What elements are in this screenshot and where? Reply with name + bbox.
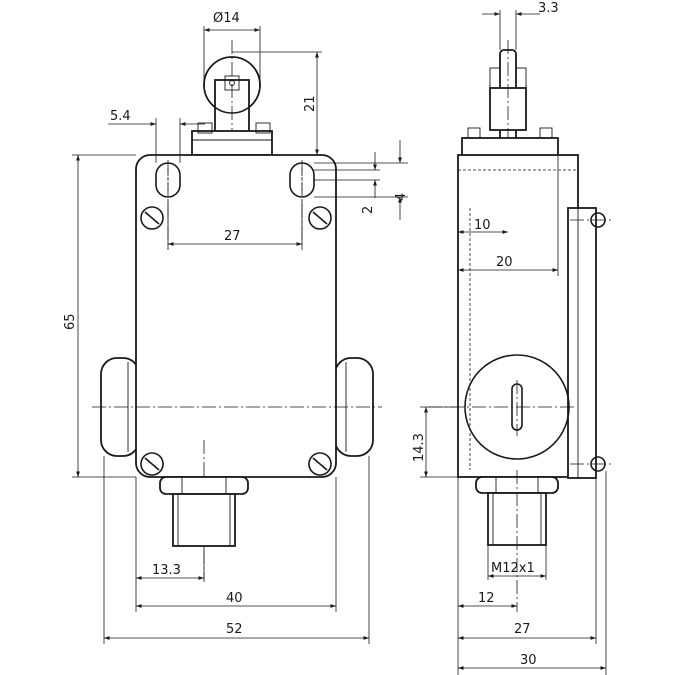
side-dimensions: 3.3 10 20 14.3 M12x1 12 27 30 [412,1,607,675]
side-roller [489,40,527,150]
dim-roller-diameter: Ø14 [213,11,240,26]
dim-side-depth-30: 30 [520,653,537,668]
dim-slot-width: 2 [361,206,376,214]
side-cover [567,207,597,479]
front-body [135,154,337,478]
dim-side-gland-height: 14.3 [412,433,427,462]
dim-side-depth-20: 20 [496,255,513,270]
dim-roller-height: 21 [303,95,318,112]
dim-body-width: 40 [226,591,243,606]
dim-thread: M12x1 [491,561,535,576]
dim-side-thread-offset: 12 [478,591,495,606]
dim-side-roller-width: 3.3 [538,1,559,16]
front-dimensions: Ø14 21 5.4 2 4 27 65 [63,11,409,644]
front-screws [140,206,332,476]
dim-slot-height: 4 [394,193,409,201]
dim-cable-offset: 13.3 [152,563,181,578]
front-view [92,40,382,580]
side-body [457,154,579,478]
dim-overall-width: 52 [226,622,243,637]
side-cable-gland [475,470,559,612]
dim-body-height: 65 [63,313,78,330]
dim-side-depth-27: 27 [514,622,531,637]
front-cable-gland [159,476,249,547]
dim-side-depth-10: 10 [474,218,491,233]
front-actuator-head [191,122,273,156]
side-round-cover [428,354,575,460]
side-view [428,40,614,612]
dim-slot-offset: 5.4 [110,109,131,124]
dim-hole-spacing: 27 [224,229,241,244]
